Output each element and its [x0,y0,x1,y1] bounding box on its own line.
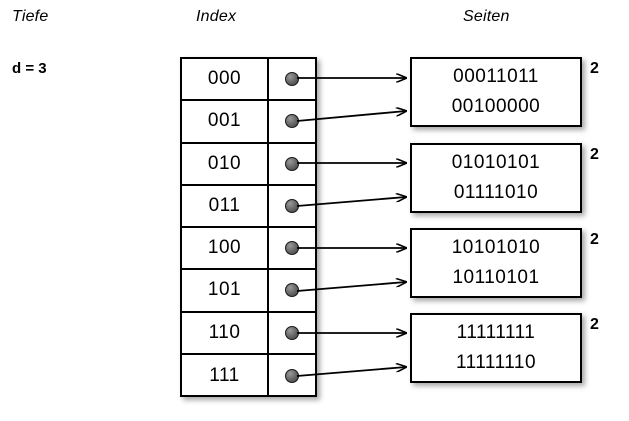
page-bucket-0[interactable]: 00011011 00100000 [410,57,582,127]
index-directory-table: 000 001 010 011 100 101 110 [180,57,317,397]
table-row[interactable]: 111 [182,354,315,397]
table-row[interactable]: 101 [182,270,315,313]
table-row[interactable]: 100 [182,228,315,271]
page-record: 11111111 [456,322,536,343]
bullet-icon [285,241,299,256]
index-key: 110 [182,312,269,353]
bullet-icon [285,72,299,87]
index-pointer-cell[interactable] [269,186,315,226]
table-row[interactable]: 010 [182,143,315,186]
index-key: 000 [182,59,269,100]
index-key: 001 [182,101,269,142]
index-pointer-cell[interactable] [269,228,315,268]
index-key: 101 [182,270,269,311]
index-key: 111 [182,354,269,397]
table-row[interactable]: 000 [182,59,315,102]
page-record: 10110101 [452,267,540,288]
page-record: 10101010 [451,237,541,258]
local-depth-label-3: 2 [590,316,599,333]
page-record: 01111010 [453,182,539,203]
index-pointer-cell[interactable] [269,313,315,353]
table-row[interactable]: 001 [182,101,315,144]
index-key: 011 [182,185,269,226]
bullet-icon [285,368,299,383]
index-pointer-cell[interactable] [269,59,315,99]
table-row[interactable]: 011 [182,185,315,228]
bullet-icon [285,114,299,129]
index-key: 010 [182,143,269,184]
page-record: 01010101 [451,152,541,173]
index-pointer-cell[interactable] [269,101,315,141]
table-row[interactable]: 110 [182,312,315,355]
bullet-icon [285,283,299,298]
bullet-icon [285,325,299,340]
index-pointer-cell[interactable] [269,144,315,184]
bullet-icon [285,156,299,171]
page-record: 00100000 [451,96,541,117]
index-pointer-cell[interactable] [269,355,315,397]
bullet-icon [285,198,299,213]
local-depth-label-0: 2 [590,60,599,77]
page-bucket-1[interactable]: 01010101 01111010 [410,143,582,213]
page-record: 00011011 [453,66,539,87]
index-pointer-cell[interactable] [269,270,315,310]
page-record: 11111110 [455,352,537,373]
column-heading-index: Index [196,8,237,25]
local-depth-label-1: 2 [590,146,599,163]
global-depth-label: d = 3 [12,60,47,77]
column-heading-pages: Seiten [463,8,510,25]
index-key: 100 [182,228,269,269]
page-bucket-3[interactable]: 11111111 11111110 [410,313,582,383]
page-bucket-2[interactable]: 10101010 10110101 [410,228,582,298]
column-heading-depth: Tiefe [12,8,49,25]
local-depth-label-2: 2 [590,231,599,248]
